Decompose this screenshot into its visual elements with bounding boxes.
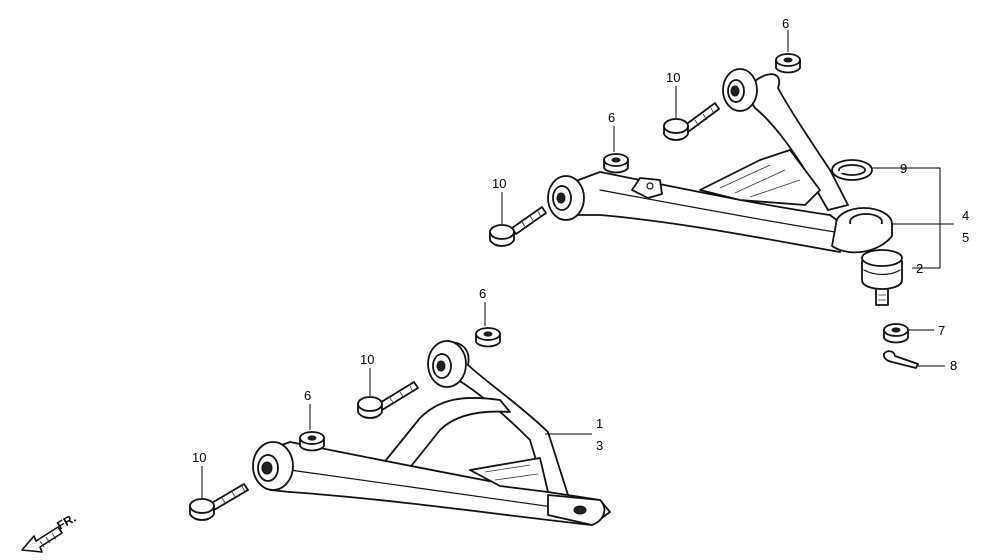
callout-6-lower-front-nut: 6 <box>304 388 311 403</box>
callout-3-lower-arm: 3 <box>596 438 603 453</box>
castle-nut <box>883 323 909 344</box>
flange-bolt-upper-rear <box>663 102 720 141</box>
flange-bolt-lower-front <box>189 483 249 521</box>
front-direction-arrow: FR. <box>21 511 78 553</box>
callout-6-upper-rear-nut: 6 <box>782 16 789 31</box>
flange-bolt-upper-front <box>489 206 547 247</box>
flange-nut-lower-rear <box>475 327 501 348</box>
callout-10-lower-front-bolt: 10 <box>192 450 206 465</box>
leader-lines <box>201 30 954 498</box>
callout-8-cotter-pin: 8 <box>950 358 957 373</box>
flange-nut-upper-rear <box>775 53 801 74</box>
upper-arm <box>547 68 893 254</box>
callout-2-ball-joint: 2 <box>916 261 923 276</box>
callout-5-upper-arm: 5 <box>962 230 969 245</box>
flange-bolt-lower-rear <box>357 381 419 419</box>
callout-labels: 6 10 6 10 9 4 5 2 6 7 10 8 6 1 3 10 <box>192 16 969 465</box>
callout-4-upper-arm: 4 <box>962 208 969 223</box>
lock-ring <box>831 159 873 181</box>
lower-arm <box>252 340 611 526</box>
callout-7-castle-nut: 7 <box>938 323 945 338</box>
flange-nut-upper-front <box>603 153 629 174</box>
callout-10-upper-front-bolt: 10 <box>492 176 506 191</box>
callout-1-lower-arm: 1 <box>596 416 603 431</box>
callout-10-lower-rear-bolt: 10 <box>360 352 374 367</box>
flange-nut-lower-front <box>299 431 325 452</box>
callout-10-upper-rear-bolt: 10 <box>666 70 680 85</box>
callout-6-lower-rear-nut: 6 <box>479 286 486 301</box>
callout-9-lock-ring: 9 <box>900 161 907 176</box>
cotter-pin <box>882 350 919 369</box>
ball-joint <box>861 249 903 306</box>
callout-6-upper-front-nut: 6 <box>608 110 615 125</box>
